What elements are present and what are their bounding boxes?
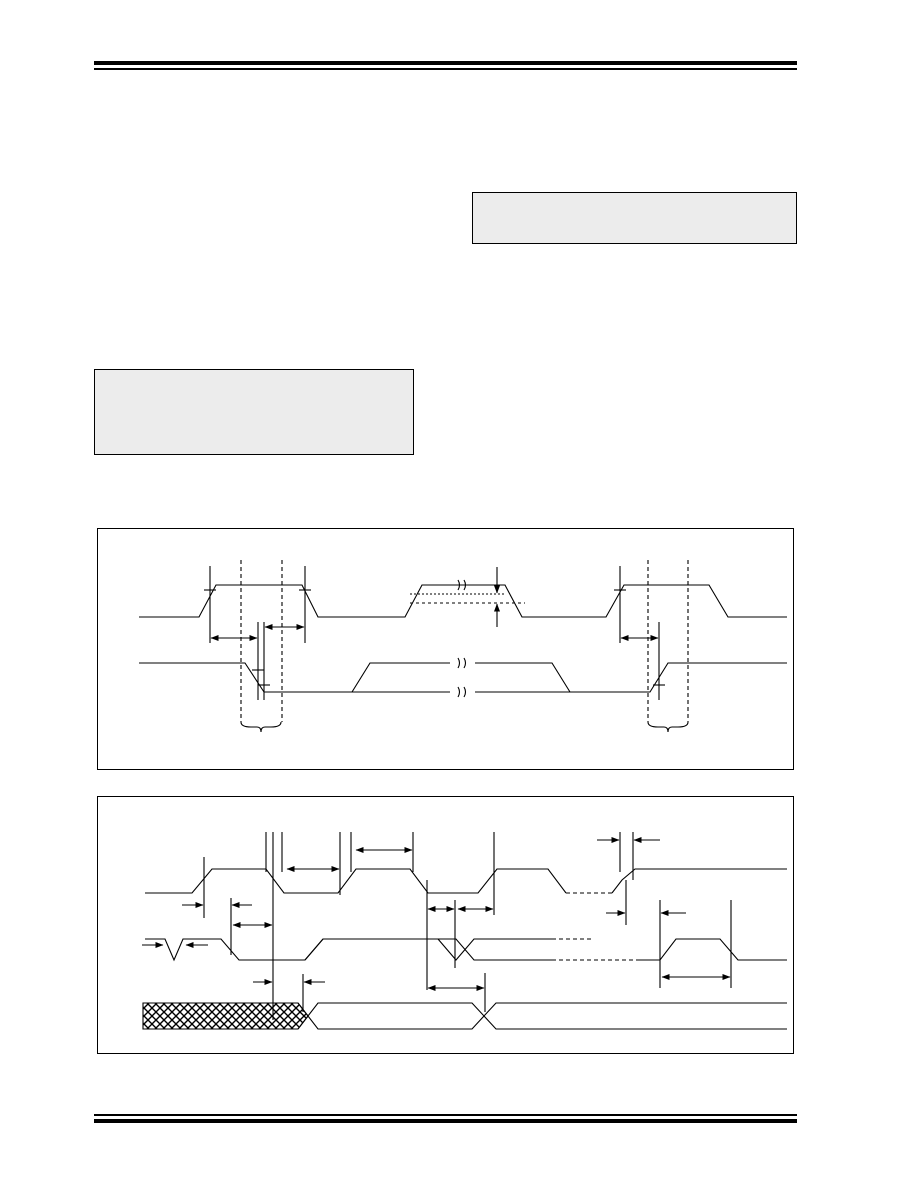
fig1-signal-top [139, 584, 787, 618]
footer-rule-thick [94, 1119, 797, 1123]
header-rule-thin [94, 68, 797, 70]
note-box-left [94, 369, 414, 455]
fig1-signal-pulse [351, 662, 450, 693]
fig2-signal-mid [145, 938, 552, 962]
fig1-signal-bottom-a [139, 662, 450, 693]
fig2-signal-top [145, 868, 567, 894]
fig2-bus-hatched [142, 1002, 309, 1030]
note-box-top-right [472, 192, 797, 244]
fig1-signal-bottom-b [475, 662, 787, 693]
timing-diagram-1 [97, 528, 794, 770]
header-rule-thick [94, 61, 797, 65]
footer-rule-thin [94, 1114, 797, 1116]
